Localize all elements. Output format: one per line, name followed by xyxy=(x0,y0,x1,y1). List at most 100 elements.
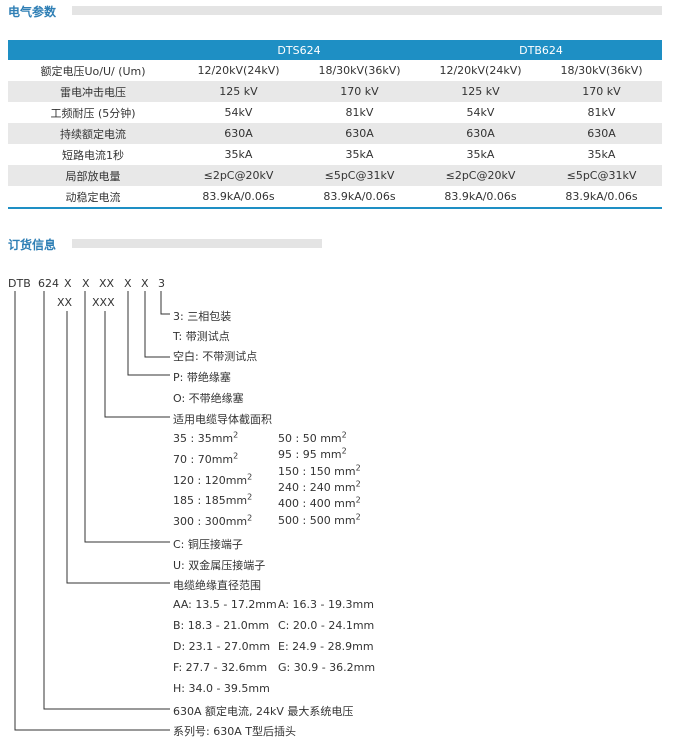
table-cell: 81kV xyxy=(587,106,616,119)
table-row: 短路电流1秒 35kA 35kA 35kA 35kA xyxy=(8,144,662,165)
table-row: 雷电冲击电压 125 kV 170 kV 125 kV 170 kV xyxy=(8,81,662,102)
table-row: 工频耐压 (5分钟) 54kV 81kV 54kV 81kV xyxy=(8,102,662,123)
section-500: 500 : 500 mm2 xyxy=(278,512,361,527)
table-cell: 83.9kA/0.06s xyxy=(202,190,275,203)
section-50: 50 : 50 mm2 xyxy=(278,430,347,445)
row-label: 额定电压Uo/U/ (Um) xyxy=(40,64,146,78)
row-label: 雷电冲击电压 xyxy=(8,81,178,102)
section-240: 240 : 240 mm2 xyxy=(278,479,361,494)
table-cell: 170 kV xyxy=(299,81,420,102)
table-row: 局部放电量 ≤2pC@20kV ≤5pC@31kV ≤2pC@20kV ≤5pC… xyxy=(8,165,662,186)
ordering-section-title: 订货信息 xyxy=(8,238,57,252)
diameter-g: G: 30.9 - 36.2mm xyxy=(278,661,376,674)
subcode-xx: XX xyxy=(57,296,73,309)
table-cell: 83.9kA/0.06s xyxy=(565,190,638,203)
code-x3: X xyxy=(124,277,132,290)
table-cell: 125 kV xyxy=(178,81,299,102)
diameter-d: D: 23.1 - 27.0mm xyxy=(173,640,271,653)
code-x2: X xyxy=(82,277,90,290)
table-cell: ≤2pC@20kV xyxy=(420,165,541,186)
electrical-section-title: 电气参数 xyxy=(8,5,57,19)
code-3: 3 xyxy=(158,277,165,290)
table-cell: 83.9kA/0.06s xyxy=(444,190,517,203)
label-insulation-diameter: 电缆绝缘直径范围 xyxy=(173,579,261,592)
table-cell: 630A xyxy=(178,123,299,144)
code-x4: X xyxy=(141,277,149,290)
label-cross-section: 适用电缆导体截面积 xyxy=(173,413,272,426)
bracket-line xyxy=(144,291,170,358)
label-blank-no-test-point: 空白: 不带测试点 xyxy=(173,350,258,363)
row-label: 工频耐压 (5分钟) xyxy=(50,106,136,120)
bracket-line xyxy=(43,291,170,710)
table-cell: 35kA xyxy=(224,148,253,161)
section-185: 185 : 185mm2 xyxy=(173,492,253,507)
label-p-plug: P: 带绝缘塞 xyxy=(173,371,231,384)
row-label: 持续额定电流 xyxy=(8,123,178,144)
header-cell-dtb624: DTB624 xyxy=(420,40,662,60)
table-cell: 35kA xyxy=(587,148,616,161)
section-300: 300 : 300mm2 xyxy=(173,513,253,528)
diameter-b: B: 18.3 - 21.0mm xyxy=(173,619,270,632)
table-cell: 83.9kA/0.06s xyxy=(323,190,396,203)
table-cell: 630A xyxy=(541,123,662,144)
section-95: 95 : 95 mm2 xyxy=(278,446,347,461)
header-cell-dts624: DTS624 xyxy=(178,40,420,60)
table-cell: 12/20kV(24kV) xyxy=(439,64,522,77)
table-cell: 35kA xyxy=(345,148,374,161)
table-header-row: DTS624 DTB624 xyxy=(8,40,662,60)
row-label: 局部放电量 xyxy=(8,165,178,186)
diameter-e: E: 24.9 - 28.9mm xyxy=(278,640,374,653)
diameter-a: A: 16.3 - 19.3mm xyxy=(278,598,374,611)
table-cell: 170 kV xyxy=(541,81,662,102)
table-row: 动稳定电流 83.9kA/0.06s 83.9kA/0.06s 83.9kA/0… xyxy=(8,186,662,207)
diameter-h: H: 34.0 - 39.5mm xyxy=(173,682,270,695)
section-70: 70 : 70mm2 xyxy=(173,451,239,466)
bracket-line xyxy=(66,311,170,584)
header-cell xyxy=(8,40,178,60)
table-cell: ≤2pC@20kV xyxy=(178,165,299,186)
section-400: 400 : 400 mm2 xyxy=(278,495,361,510)
code-624: 624 xyxy=(38,277,59,290)
code-xx: XX xyxy=(99,277,115,290)
table-cell: 54kV xyxy=(224,106,253,119)
row-label: 动稳定电流 xyxy=(65,190,121,204)
label-o-no-plug: O: 不带绝缘塞 xyxy=(173,392,244,405)
label-3-three-phase: 3: 三相包装 xyxy=(173,310,232,323)
label-c-copper-lug: C: 铜压接端子 xyxy=(173,538,243,551)
diameter-f: F: 27.7 - 32.6mm xyxy=(173,661,268,674)
table-row: 持续额定电流 630A 630A 630A 630A xyxy=(8,123,662,144)
section-35: 35 : 35mm2 xyxy=(173,430,239,445)
code-dtb: DTB xyxy=(8,277,31,290)
bracket-line xyxy=(14,291,170,731)
table-cell: 125 kV xyxy=(420,81,541,102)
diameter-aa: AA: 13.5 - 17.2mm xyxy=(173,598,277,611)
table-cell: 18/30kV(36kV) xyxy=(318,64,401,77)
table-cell: 35kA xyxy=(466,148,495,161)
bracket-line xyxy=(127,291,170,376)
bracket-line xyxy=(84,291,170,543)
section-120: 120 : 120mm2 xyxy=(173,472,253,487)
label-630a-rating: 630A 额定电流, 24kV 最大系统电压 xyxy=(173,705,354,718)
section-title-bar xyxy=(72,239,322,248)
diameter-c: C: 20.0 - 24.1mm xyxy=(278,619,375,632)
electrical-params-table: DTS624 DTB624 额定电压Uo/U/ (Um) 12/20kV(24k… xyxy=(8,40,662,207)
label-u-bimetal-lug: U: 双金属压接端子 xyxy=(173,559,266,572)
table-cell: 630A xyxy=(299,123,420,144)
section-title-bar xyxy=(72,6,662,15)
bracket-line xyxy=(160,291,170,315)
subcode-xxx: XXX xyxy=(92,296,115,309)
table-bottom-rule xyxy=(8,207,662,209)
label-t-test-point: T: 带测试点 xyxy=(173,330,230,343)
table-cell: 18/30kV(36kV) xyxy=(560,64,643,77)
section-150: 150 : 150 mm2 xyxy=(278,463,361,478)
table-cell: 630A xyxy=(420,123,541,144)
bracket-line xyxy=(104,311,170,418)
table-cell: ≤5pC@31kV xyxy=(299,165,420,186)
table-cell: 81kV xyxy=(345,106,374,119)
table-cell: 54kV xyxy=(466,106,495,119)
table-cell: ≤5pC@31kV xyxy=(541,165,662,186)
row-label: 短路电流1秒 xyxy=(62,148,124,162)
table-row: 额定电压Uo/U/ (Um) 12/20kV(24kV) 18/30kV(36k… xyxy=(8,60,662,81)
label-series: 系列号: 630A T型后插头 xyxy=(173,725,296,738)
